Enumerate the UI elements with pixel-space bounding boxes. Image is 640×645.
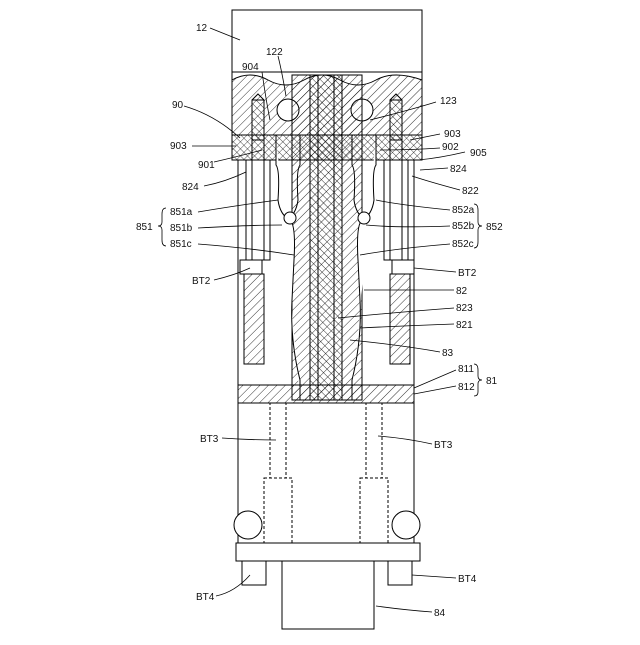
- label-823: 823: [456, 303, 473, 314]
- block-12-top: [232, 10, 422, 72]
- label-812: 812: [458, 382, 475, 393]
- label-851b: 851b: [170, 223, 193, 234]
- label-901: 901: [198, 160, 215, 171]
- label-123: 123: [440, 96, 457, 107]
- bt2-left-block: [240, 260, 262, 274]
- label-904: 904: [242, 62, 259, 73]
- label-851a: 851a: [170, 207, 193, 218]
- label-821: 821: [456, 320, 473, 331]
- screw-left: [252, 100, 264, 140]
- label-bt2-right: BT2: [458, 268, 477, 279]
- label-122: 122: [266, 47, 283, 58]
- label-83: 83: [442, 348, 454, 359]
- screw-right: [390, 100, 402, 140]
- knob-left: [234, 511, 262, 539]
- label-902: 902: [442, 142, 459, 153]
- label-824-left: 824: [182, 182, 199, 193]
- core-823: [310, 75, 342, 400]
- label-903-left: 903: [170, 141, 187, 152]
- bore-left: [246, 160, 270, 260]
- base-811: [238, 385, 414, 403]
- part-84: [282, 561, 374, 629]
- label-84: 84: [434, 608, 446, 619]
- label-bt3-right: BT3: [434, 440, 453, 451]
- bottom-plate: [236, 543, 420, 561]
- bt2-right-block: [392, 260, 414, 274]
- label-bt3-left: BT3: [200, 434, 219, 445]
- label-bt4-right: BT4: [458, 574, 477, 585]
- label-bt2-left: BT2: [192, 276, 211, 287]
- bore-right: [384, 160, 408, 260]
- label-903-right: 903: [444, 129, 461, 140]
- label-81: 81: [486, 376, 498, 387]
- brace-852: [474, 204, 482, 248]
- label-90: 90: [172, 100, 184, 111]
- label-82: 82: [456, 286, 468, 297]
- label-bt4-left: BT4: [196, 592, 215, 603]
- label-905: 905: [470, 148, 487, 159]
- label-822: 822: [462, 186, 479, 197]
- label-851c: 851c: [170, 239, 192, 250]
- knob-right: [392, 511, 420, 539]
- label-852c: 852c: [452, 239, 474, 250]
- right-spacer: [390, 274, 410, 364]
- label-852a: 852a: [452, 205, 475, 216]
- label-12: 12: [196, 23, 208, 34]
- brace-81: [474, 364, 482, 396]
- bt4-right: [388, 561, 412, 585]
- label-811: 811: [458, 364, 474, 375]
- label-824-right: 824: [450, 164, 467, 175]
- label-852: 852: [486, 222, 503, 233]
- label-852b: 852b: [452, 221, 475, 232]
- bt4-left: [242, 561, 266, 585]
- label-851: 851: [136, 222, 153, 233]
- brace-851: [158, 208, 166, 246]
- left-spacer: [244, 274, 264, 364]
